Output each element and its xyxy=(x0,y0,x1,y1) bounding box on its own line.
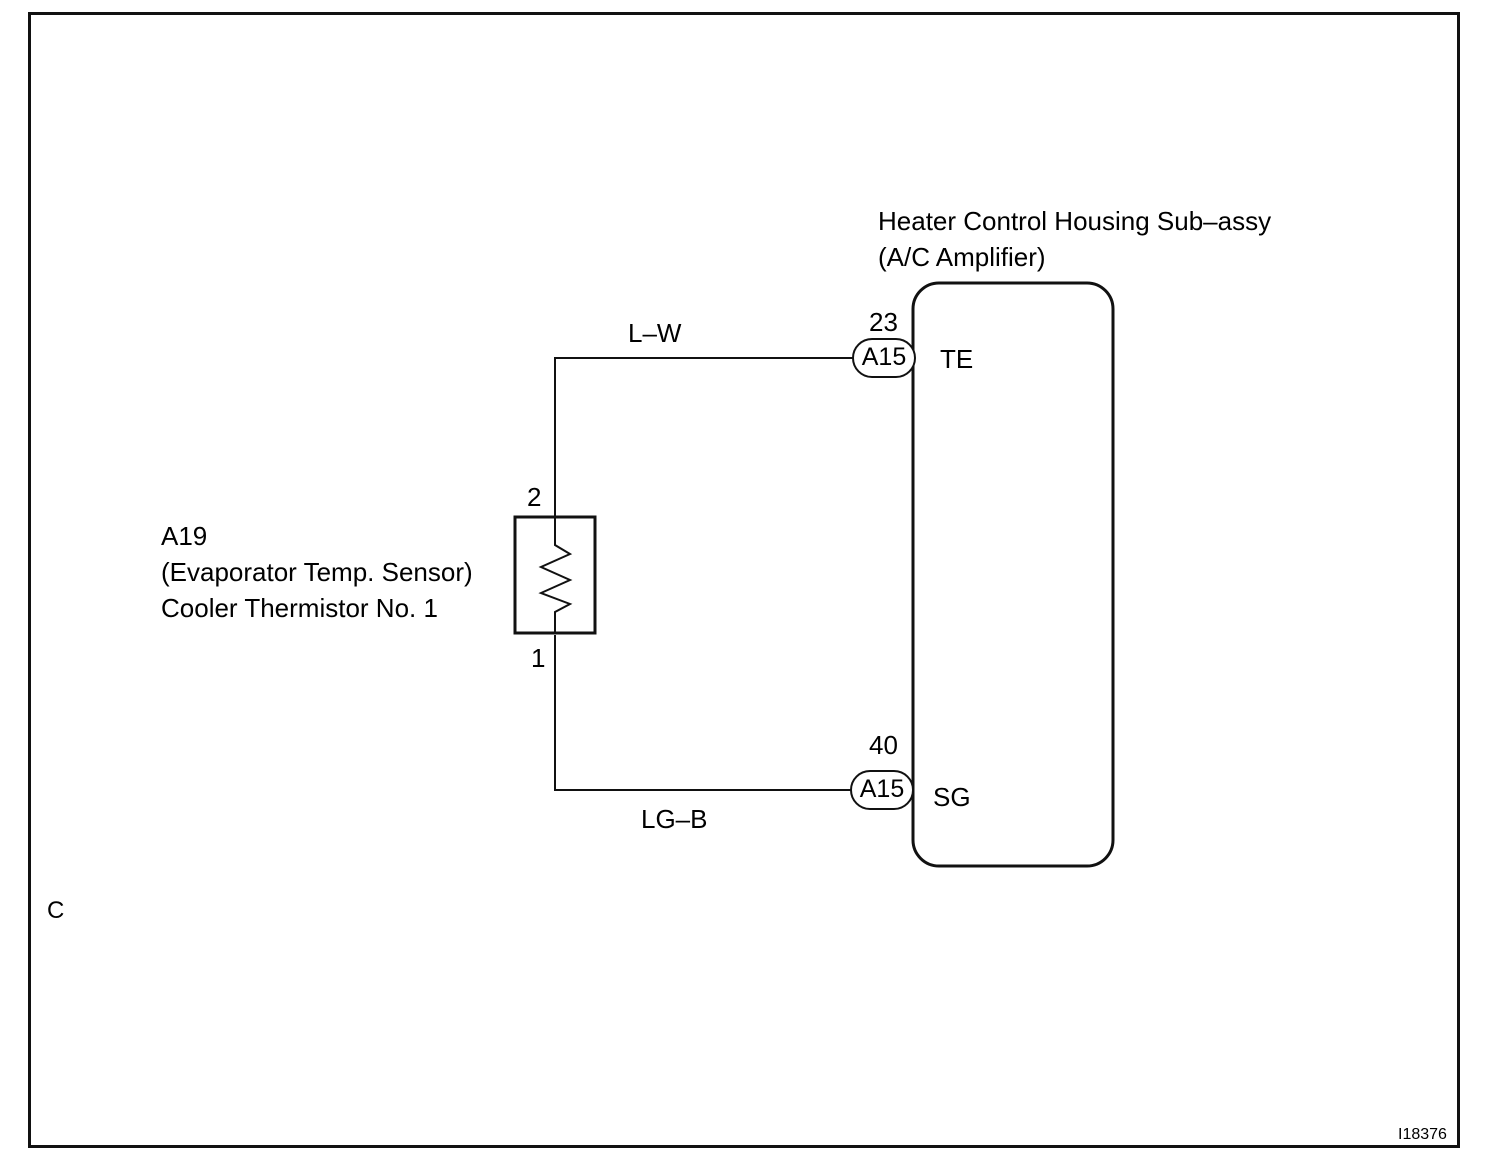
corner-letter: C xyxy=(47,897,65,924)
sensor-code: A19 xyxy=(161,521,208,551)
amplifier-title: Heater Control Housing Sub–assy xyxy=(878,206,1272,236)
terminal-sg-label: SG xyxy=(933,782,971,812)
diagram-frame xyxy=(28,12,1460,1148)
connector-pin-bottom: 40 xyxy=(869,730,898,760)
figure-id: I18376 xyxy=(1398,1126,1447,1143)
amplifier-box xyxy=(911,281,1115,868)
wire-bottom-label: LG–B xyxy=(641,804,708,834)
wire-lw xyxy=(554,357,853,518)
connector-top: A15 xyxy=(852,338,916,378)
connector-bottom: A15 xyxy=(850,770,914,810)
terminal-te-label: TE xyxy=(940,344,974,374)
amplifier-subtitle: (A/C Amplifier) xyxy=(878,242,1046,272)
sensor-description: Cooler Thermistor No. 1 xyxy=(161,593,438,623)
wire-lgb xyxy=(554,635,851,791)
sensor-name: (Evaporator Temp. Sensor) xyxy=(161,557,473,587)
thermistor-symbol xyxy=(538,518,573,633)
wire-top-label: L–W xyxy=(628,318,682,348)
sensor-pin-bottom: 1 xyxy=(531,643,546,673)
connector-pin-top: 23 xyxy=(869,307,898,337)
sensor-pin-top: 2 xyxy=(527,482,542,512)
